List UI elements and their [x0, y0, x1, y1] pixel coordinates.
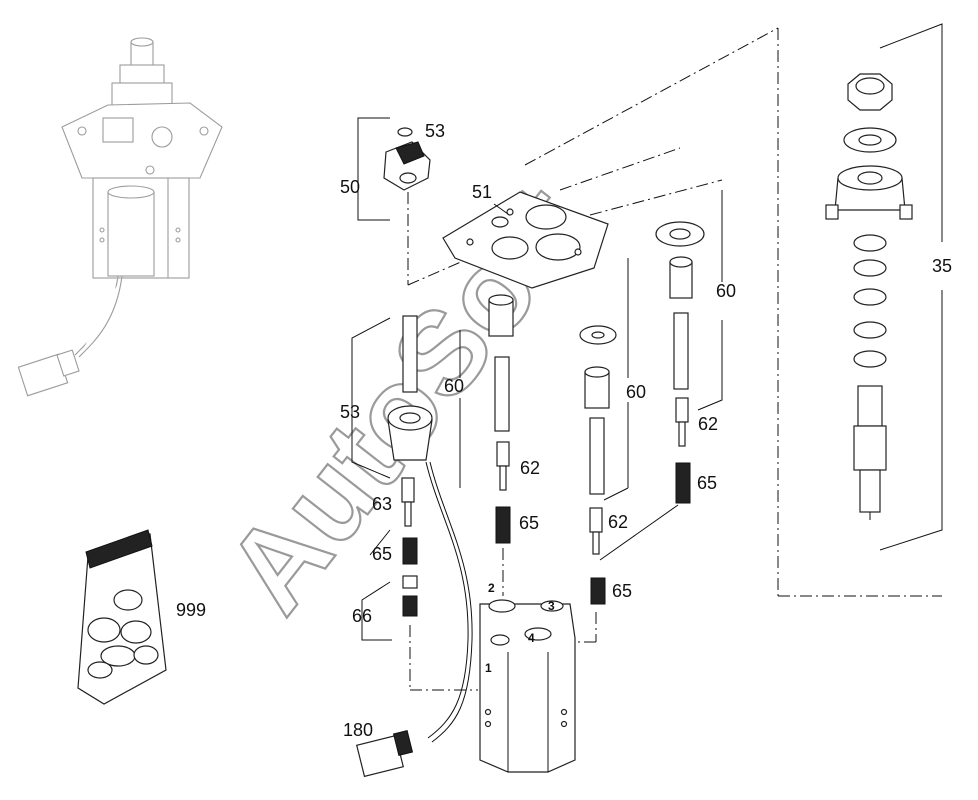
plate-51: [442, 191, 609, 289]
label-62-mid: 62: [520, 458, 540, 478]
port-4: 4: [528, 631, 535, 645]
pin-center: [589, 417, 605, 495]
label-53-top: 53: [425, 121, 445, 141]
label-65-lower: 65: [612, 581, 632, 601]
pin-right: [673, 312, 689, 390]
spring-right: [675, 462, 691, 504]
column-right-parts: 60 62 65: [655, 190, 736, 504]
label-65-right: 65: [697, 473, 717, 493]
part-50-cap-group: 53 50: [340, 117, 471, 286]
label-51: 51: [472, 182, 492, 202]
port-1: 1: [485, 661, 492, 675]
label-65-left: 65: [372, 544, 392, 564]
label-60-left: 60: [444, 376, 464, 396]
seal-kit-bag-999: 999: [77, 529, 206, 705]
plunger-66: [402, 595, 418, 617]
bushing-center: [584, 371, 610, 409]
label-66: 66: [352, 606, 372, 626]
label-62-lower: 62: [608, 512, 628, 532]
label-180: 180: [343, 720, 373, 740]
label-60-center: 60: [626, 382, 646, 402]
label-60-right: 60: [716, 281, 736, 301]
port-2: 2: [488, 581, 495, 595]
bushing-left-center: [488, 299, 514, 337]
pin-left-center: [494, 356, 510, 432]
base-block: 1 2 3 4: [479, 581, 576, 773]
spring-left: [402, 537, 418, 565]
pin-53: [402, 315, 418, 393]
spring-center: [590, 577, 606, 605]
column-left-center-parts: 60 62 65: [444, 294, 540, 544]
column-center-parts: 60 62 65: [579, 258, 679, 605]
plate-51-group: 51: [442, 182, 609, 289]
label-62-right: 62: [698, 414, 718, 434]
port-3: 3: [548, 599, 555, 613]
label-65-mid: 65: [519, 513, 539, 533]
stem-35: [857, 385, 883, 427]
o-ring-53-top: [397, 127, 413, 137]
cable-connector-180: 180: [343, 461, 473, 778]
assembled-valve-image: [17, 37, 223, 397]
label-999: 999: [176, 600, 206, 620]
label-50: 50: [340, 177, 360, 197]
label-63: 63: [372, 494, 392, 514]
spring-left-center: [495, 506, 511, 544]
assembly-35-group: 35: [825, 23, 952, 551]
label-53-mid: 53: [340, 402, 360, 422]
column-left-parts: 53 63 65 66: [340, 315, 433, 641]
label-35: 35: [932, 256, 952, 276]
